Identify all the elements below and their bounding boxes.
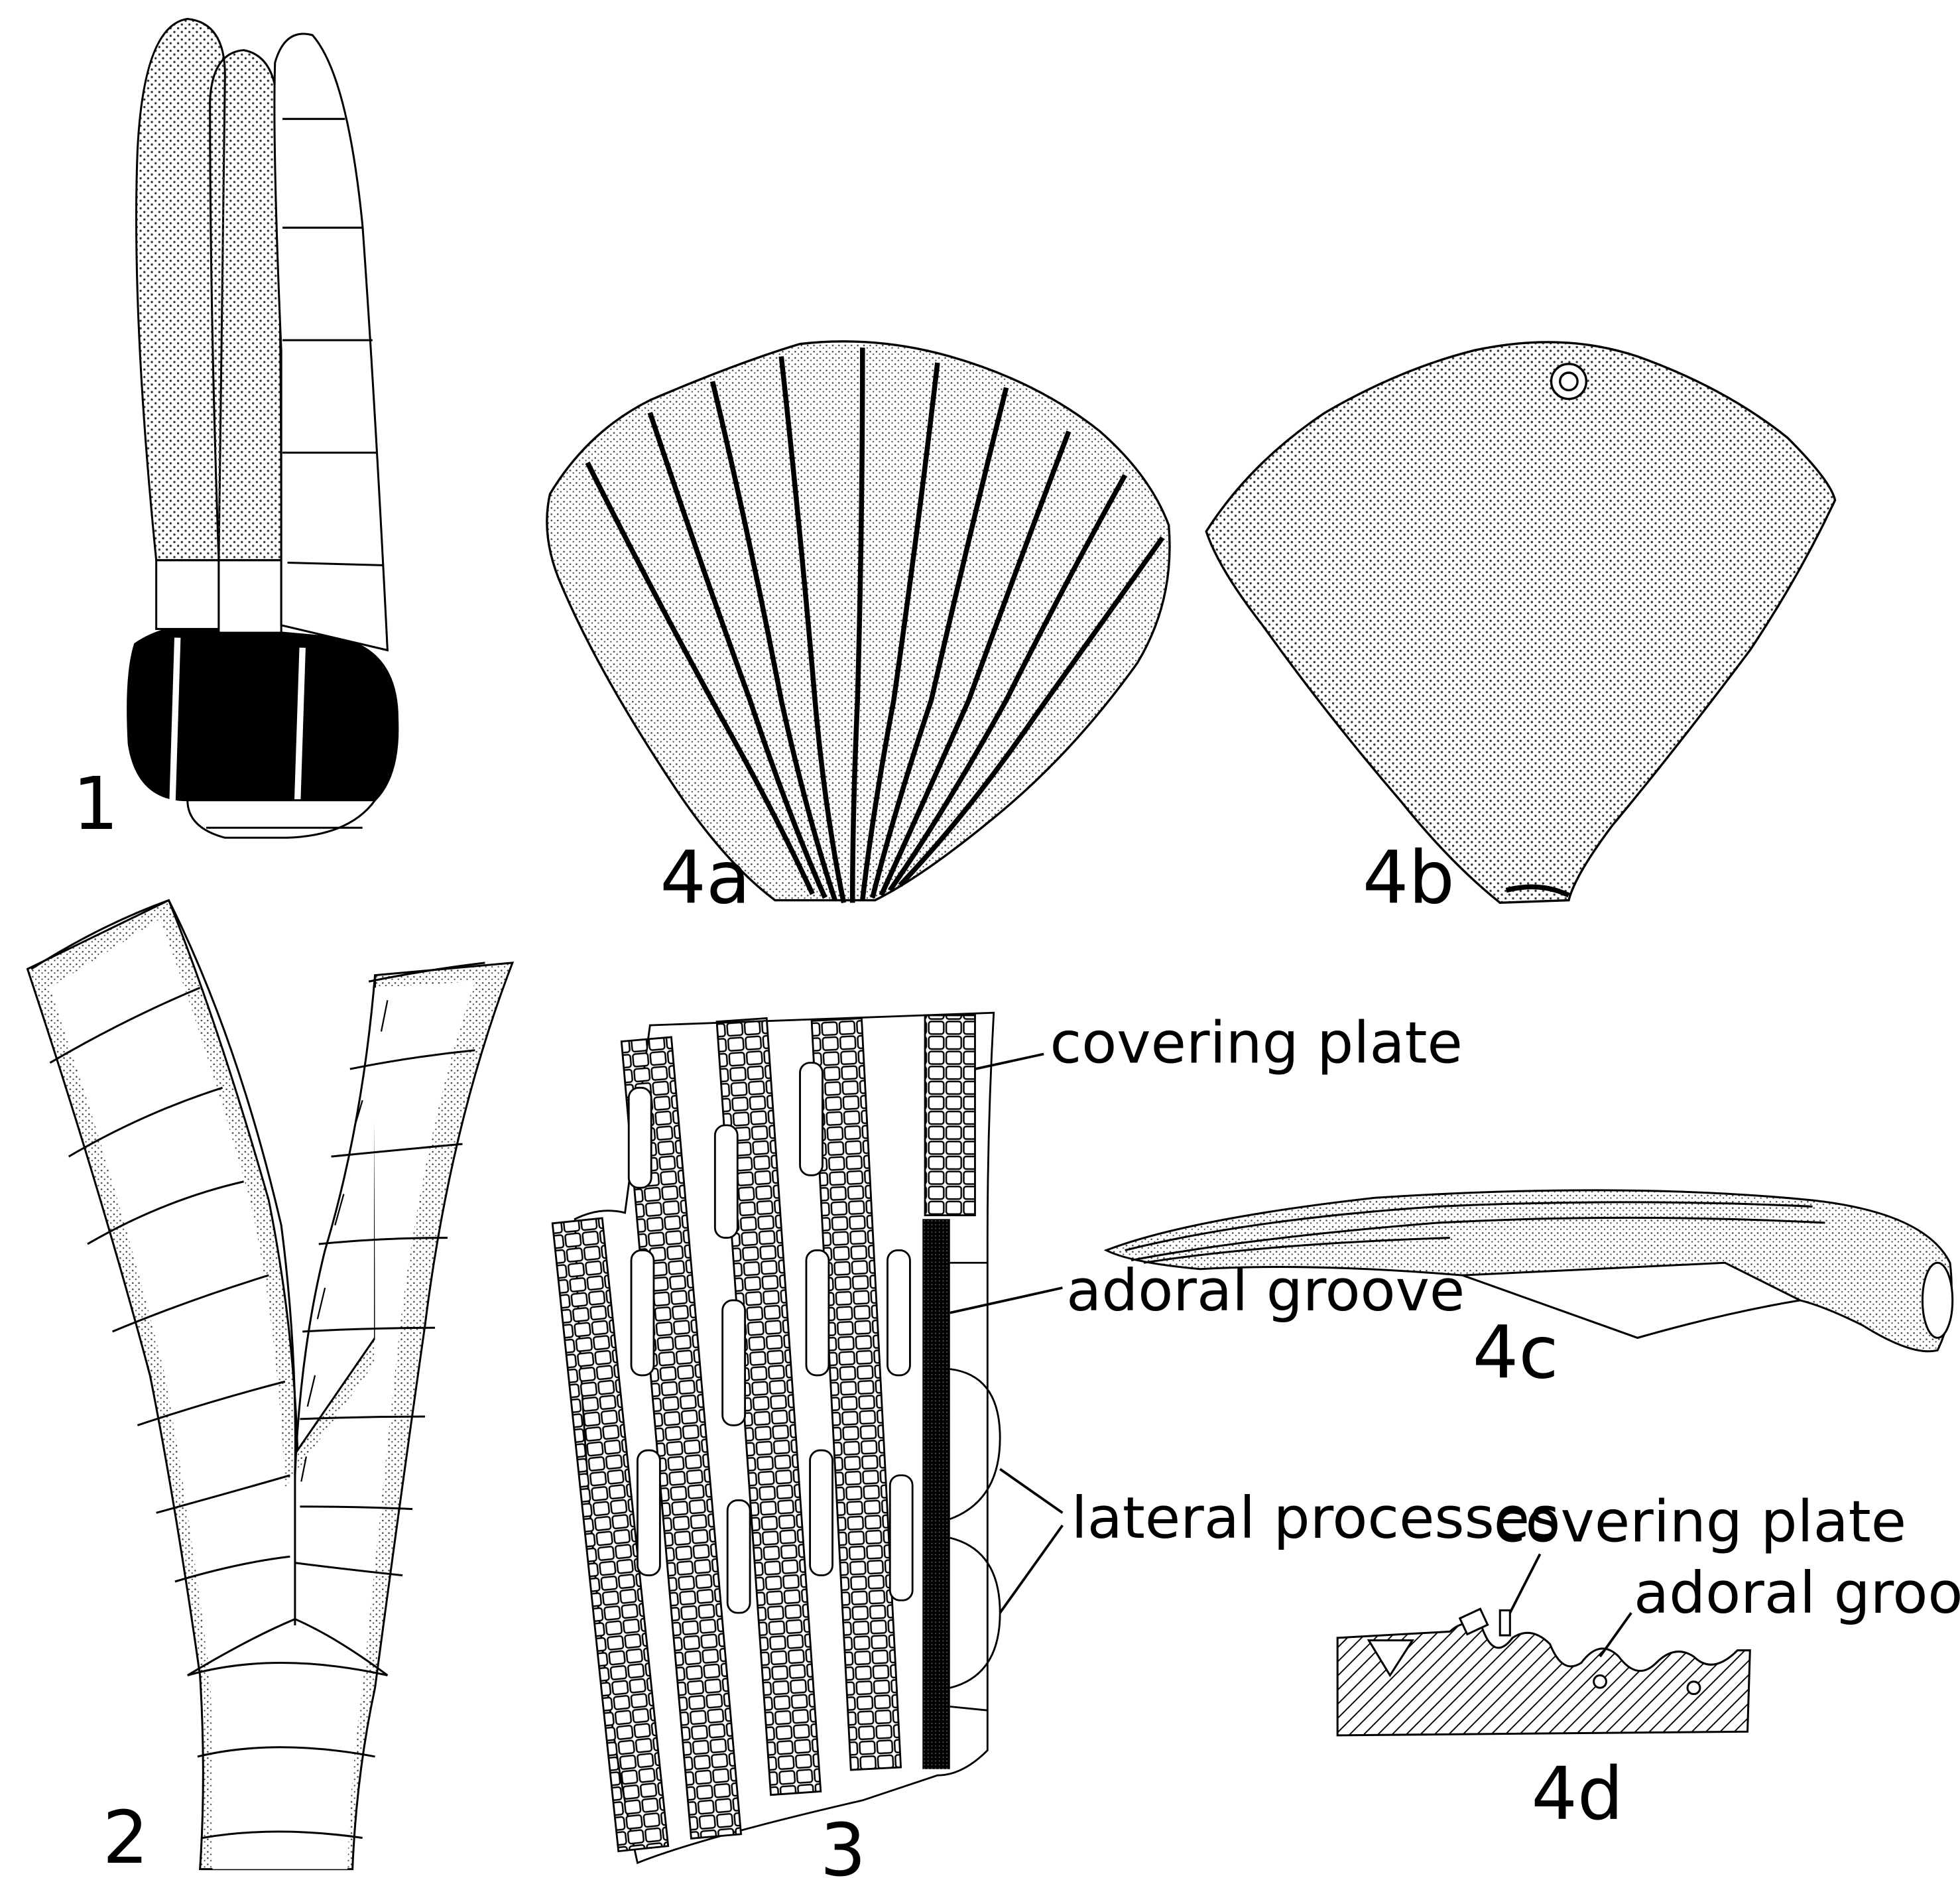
panel-label-2: 2 — [103, 1796, 149, 1878]
label-covering-plate-fig3: covering plate — [1050, 1011, 1463, 1077]
label-lateral-processes: lateral processes — [1072, 1485, 1560, 1552]
label-adoral-groove-fig4d: adoral groove — [1634, 1560, 1960, 1627]
panel-label-1: 1 — [72, 762, 119, 846]
panel-label-4b: 4b — [1363, 836, 1455, 920]
figure-3-arm-detail — [552, 1013, 1000, 1863]
panel-label-4c: 4c — [1473, 1311, 1559, 1395]
figure-4b-plate-view — [1206, 342, 1835, 903]
panel-label-4d: 4d — [1531, 1752, 1623, 1836]
panel-label-4a: 4a — [660, 836, 751, 920]
label-covering-plate-fig4d: covering plate — [1494, 1489, 1906, 1556]
figure-2-arm-branch — [27, 901, 512, 1869]
figure-4d-cross-section — [1337, 1609, 1750, 1735]
panel-label-3: 3 — [820, 1808, 867, 1878]
figure-4a-ribbed-plate — [547, 342, 1170, 903]
figure-1-crown — [128, 19, 398, 838]
